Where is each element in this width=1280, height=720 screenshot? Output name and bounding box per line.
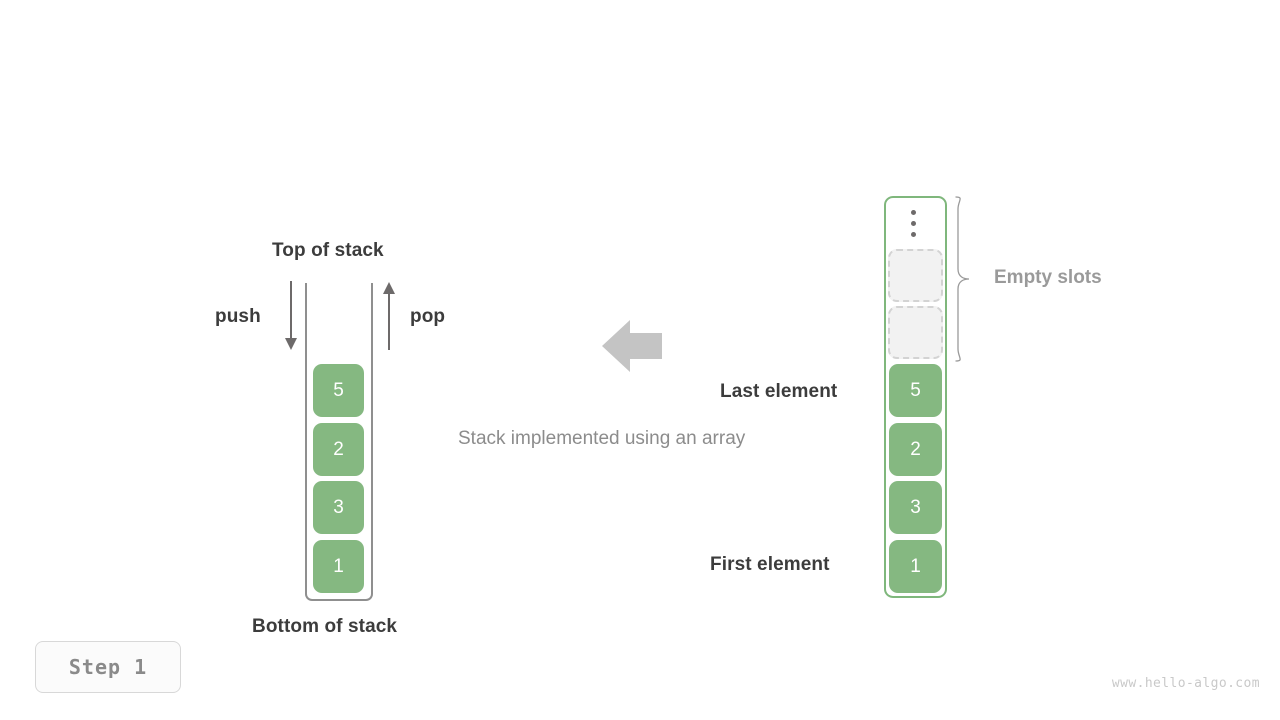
stack-cell: 3 — [313, 481, 364, 534]
stack-cell: 5 — [313, 364, 364, 417]
array-cell: 3 — [889, 481, 942, 534]
curly-brace-icon — [955, 196, 970, 362]
push-arrow-down-icon — [285, 338, 297, 350]
array-cell: 5 — [889, 364, 942, 417]
step-badge-label: Step 1 — [68, 655, 148, 679]
push-label: push — [215, 306, 261, 327]
diagram-caption: Stack implemented using an array — [458, 428, 746, 449]
pop-arrow-up-icon — [383, 282, 395, 294]
arrow-left-icon — [602, 320, 662, 372]
vertical-ellipsis-icon — [909, 210, 917, 242]
empty-slot — [888, 249, 943, 302]
empty-slots-label: Empty slots — [994, 267, 1102, 288]
push-arrow-shaft — [290, 281, 292, 341]
array-cell: 2 — [889, 423, 942, 476]
array-cell: 1 — [889, 540, 942, 593]
last-element-label: Last element — [720, 381, 838, 402]
stack-container — [305, 283, 373, 601]
pop-label: pop — [410, 306, 446, 327]
empty-slot — [888, 306, 943, 359]
pop-arrow-shaft — [388, 292, 390, 350]
step-badge: Step 1 — [35, 641, 181, 693]
top-of-stack-label: Top of stack — [272, 240, 384, 261]
watermark: www.hello-algo.com — [1111, 676, 1260, 691]
first-element-label: First element — [710, 554, 830, 575]
stack-cell: 2 — [313, 423, 364, 476]
bottom-of-stack-label: Bottom of stack — [252, 616, 398, 637]
stack-cell: 1 — [313, 540, 364, 593]
